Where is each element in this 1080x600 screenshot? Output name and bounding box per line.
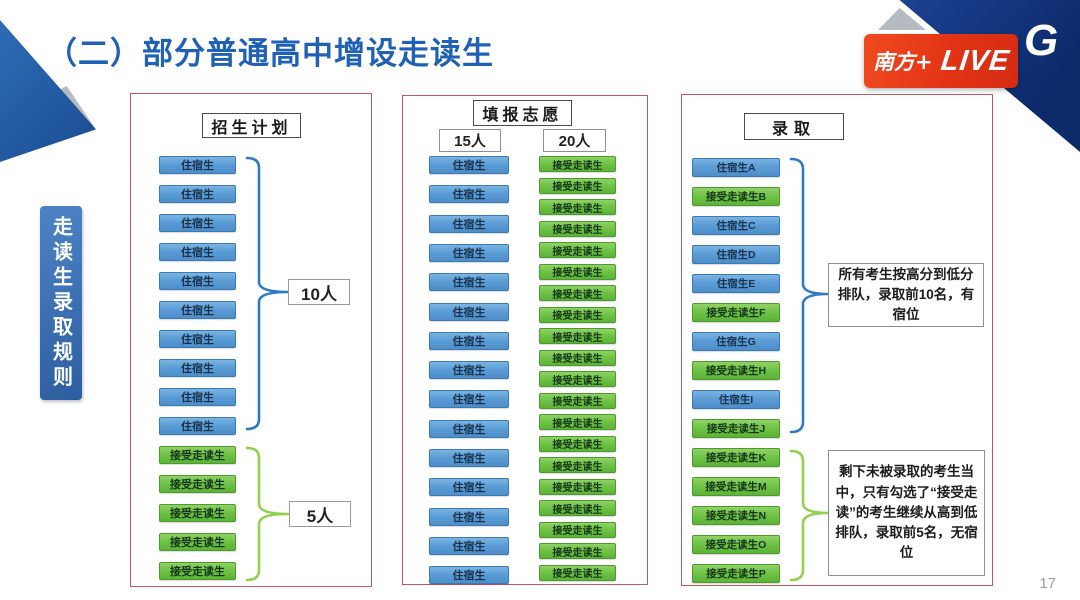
apply-day-box: 接受走读生	[539, 392, 616, 409]
plan-boarder-box: 住宿生	[159, 272, 236, 290]
nanfang-live-logo: 南方+ LIVE	[864, 34, 1018, 88]
plan-boarder-box: 住宿生	[159, 330, 236, 348]
plan-boarder-box: 住宿生	[159, 185, 236, 203]
admit-item-box: 接受走读生N	[692, 506, 780, 525]
apply-day-stack: 接受走读生接受走读生接受走读生接受走读生接受走读生接受走读生接受走读生接受走读生…	[539, 156, 616, 586]
admit-item-box: 接受走读生K	[692, 448, 780, 467]
apply-day-box: 接受走读生	[539, 478, 616, 495]
admit-item-box: 接受走读生B	[692, 187, 780, 206]
apply-day-box: 接受走读生	[539, 156, 616, 172]
apply-day-box: 接受走读生	[539, 328, 616, 344]
plan-boarder-stack: 住宿生住宿生住宿生住宿生住宿生住宿生住宿生住宿生住宿生住宿生	[159, 156, 236, 476]
apply-boarder-box: 住宿生	[429, 331, 509, 350]
live-text: LIVE	[938, 44, 1012, 77]
apply-day-box: 接受走读生	[539, 543, 616, 559]
plan-boarder-box: 住宿生	[159, 417, 236, 435]
apply-boarder-box: 住宿生	[429, 478, 509, 497]
admit-item-box: 住宿生A	[692, 158, 780, 177]
apply-boarder-box: 住宿生	[429, 419, 509, 438]
station-g-logo-icon: G	[1024, 16, 1059, 65]
plan-boarder-box: 住宿生	[159, 243, 236, 261]
page-number: 17	[1039, 575, 1056, 592]
apply-boarder-box: 住宿生	[429, 449, 509, 467]
apply-day-box: 接受走读生	[539, 220, 616, 237]
admit-item-box: 住宿生I	[692, 390, 780, 409]
admit-header: 录取	[744, 113, 844, 140]
apply-day-box: 接受走读生	[539, 500, 616, 516]
apply-boarder-box: 住宿生	[429, 214, 509, 233]
apply-boarder-box: 住宿生	[429, 390, 509, 409]
apply-day-box: 接受走读生	[539, 177, 616, 194]
plan-day-box: 接受走读生	[159, 475, 236, 493]
apply-boarder-box: 住宿生	[429, 507, 509, 526]
plan-boarder-box: 住宿生	[159, 359, 236, 377]
nanfang-brand-text: 南方+	[872, 49, 933, 74]
apply-boarder-count-box: 15人	[439, 129, 501, 152]
section-tab-day-student-rules: 走读生录取规则	[40, 206, 82, 400]
admit-item-box: 住宿生E	[692, 274, 780, 293]
apply-boarder-box: 住宿生	[429, 156, 509, 174]
apply-boarder-box: 住宿生	[429, 536, 509, 555]
plan-day-box: 接受走读生	[159, 533, 236, 551]
plan-boarder-box: 住宿生	[159, 156, 236, 174]
admit-item-box: 接受走读生O	[692, 535, 780, 554]
admit-item-box: 接受走读生M	[692, 477, 780, 496]
plan-boarder-box: 住宿生	[159, 214, 236, 232]
apply-boarder-box: 住宿生	[429, 243, 509, 262]
admit-items-stack: 住宿生A 接受走读生B 住宿生C 住宿生D 住宿生E 接受走读生F 住宿生G 接受走读生H 住宿…	[692, 158, 780, 588]
apply-day-count-box: 20人	[543, 129, 606, 152]
apply-boarder-stack: 住宿生住宿生住宿生住宿生住宿生住宿生住宿生住宿生住宿生住宿生住宿生住宿生住宿生住…	[429, 156, 509, 586]
plan-boarder-box: 住宿生	[159, 301, 236, 319]
admit-item-box: 接受走读生P	[692, 564, 780, 583]
plan-boarder-box: 住宿生	[159, 388, 236, 406]
apply-boarder-box: 住宿生	[429, 566, 509, 585]
apply-boarder-box: 住宿生	[429, 302, 509, 321]
admit-item-box: 住宿生D	[692, 245, 780, 264]
apply-day-box: 接受走读生	[539, 435, 616, 452]
apply-day-box: 接受走读生	[539, 371, 616, 387]
admit-item-box: 接受走读生F	[692, 303, 780, 322]
plan-header: 招生计划	[202, 113, 301, 138]
apply-panel: 填报志愿 15人 20人 住宿生住宿生住宿生住宿生住宿生住宿生住宿生住宿生住宿生…	[402, 95, 648, 585]
admit-item-box: 住宿生C	[692, 216, 780, 235]
plan-day-box: 接受走读生	[159, 562, 236, 580]
apply-day-box: 接受走读生	[539, 242, 616, 258]
apply-day-box: 接受走读生	[539, 521, 616, 538]
apply-day-box: 接受走读生	[539, 306, 616, 323]
admit-item-box: 住宿生G	[692, 332, 780, 351]
admit-item-box: 接受走读生J	[692, 419, 780, 438]
apply-day-box: 接受走读生	[539, 199, 616, 215]
admit-note-bottom5: 剩下未被录取的考生当中，只有勾选了“接受走读”的考生继续从高到低排队，录取前5名…	[828, 450, 985, 576]
apply-header: 填报志愿	[473, 100, 572, 126]
apply-day-box: 接受走读生	[539, 263, 616, 280]
apply-day-box: 接受走读生	[539, 349, 616, 366]
admit-item-box: 接受走读生H	[692, 361, 780, 380]
plan-panel: 招生计划 住宿生住宿生住宿生住宿生住宿生住宿生住宿生住宿生住宿生住宿生 接受走读…	[130, 93, 372, 587]
apply-day-box: 接受走读生	[539, 457, 616, 473]
plan-day-stack: 接受走读生接受走读生接受走读生接受走读生接受走读生	[159, 446, 236, 600]
apply-day-box: 接受走读生	[539, 414, 616, 430]
slide-title: （二）部分普通高中增设走读生	[46, 36, 494, 71]
apply-boarder-box: 住宿生	[429, 273, 509, 292]
plan-day-total: 5人	[289, 501, 351, 527]
admit-note-top10: 所有考生按高分到低分排队，录取前10名，有宿位	[828, 263, 984, 327]
apply-boarder-box: 住宿生	[429, 185, 509, 204]
apply-day-box: 接受走读生	[539, 564, 616, 581]
plan-day-box: 接受走读生	[159, 504, 236, 522]
plan-day-box: 接受走读生	[159, 446, 236, 464]
apply-day-box: 接受走读生	[539, 285, 616, 301]
admit-panel: 录取 住宿生A 接受走读生B 住宿生C 住宿生D 住宿生E 接受走读生F 住宿生G 接受走读生…	[681, 94, 993, 586]
plan-boarder-total: 10人	[288, 279, 350, 305]
apply-boarder-box: 住宿生	[429, 361, 509, 380]
